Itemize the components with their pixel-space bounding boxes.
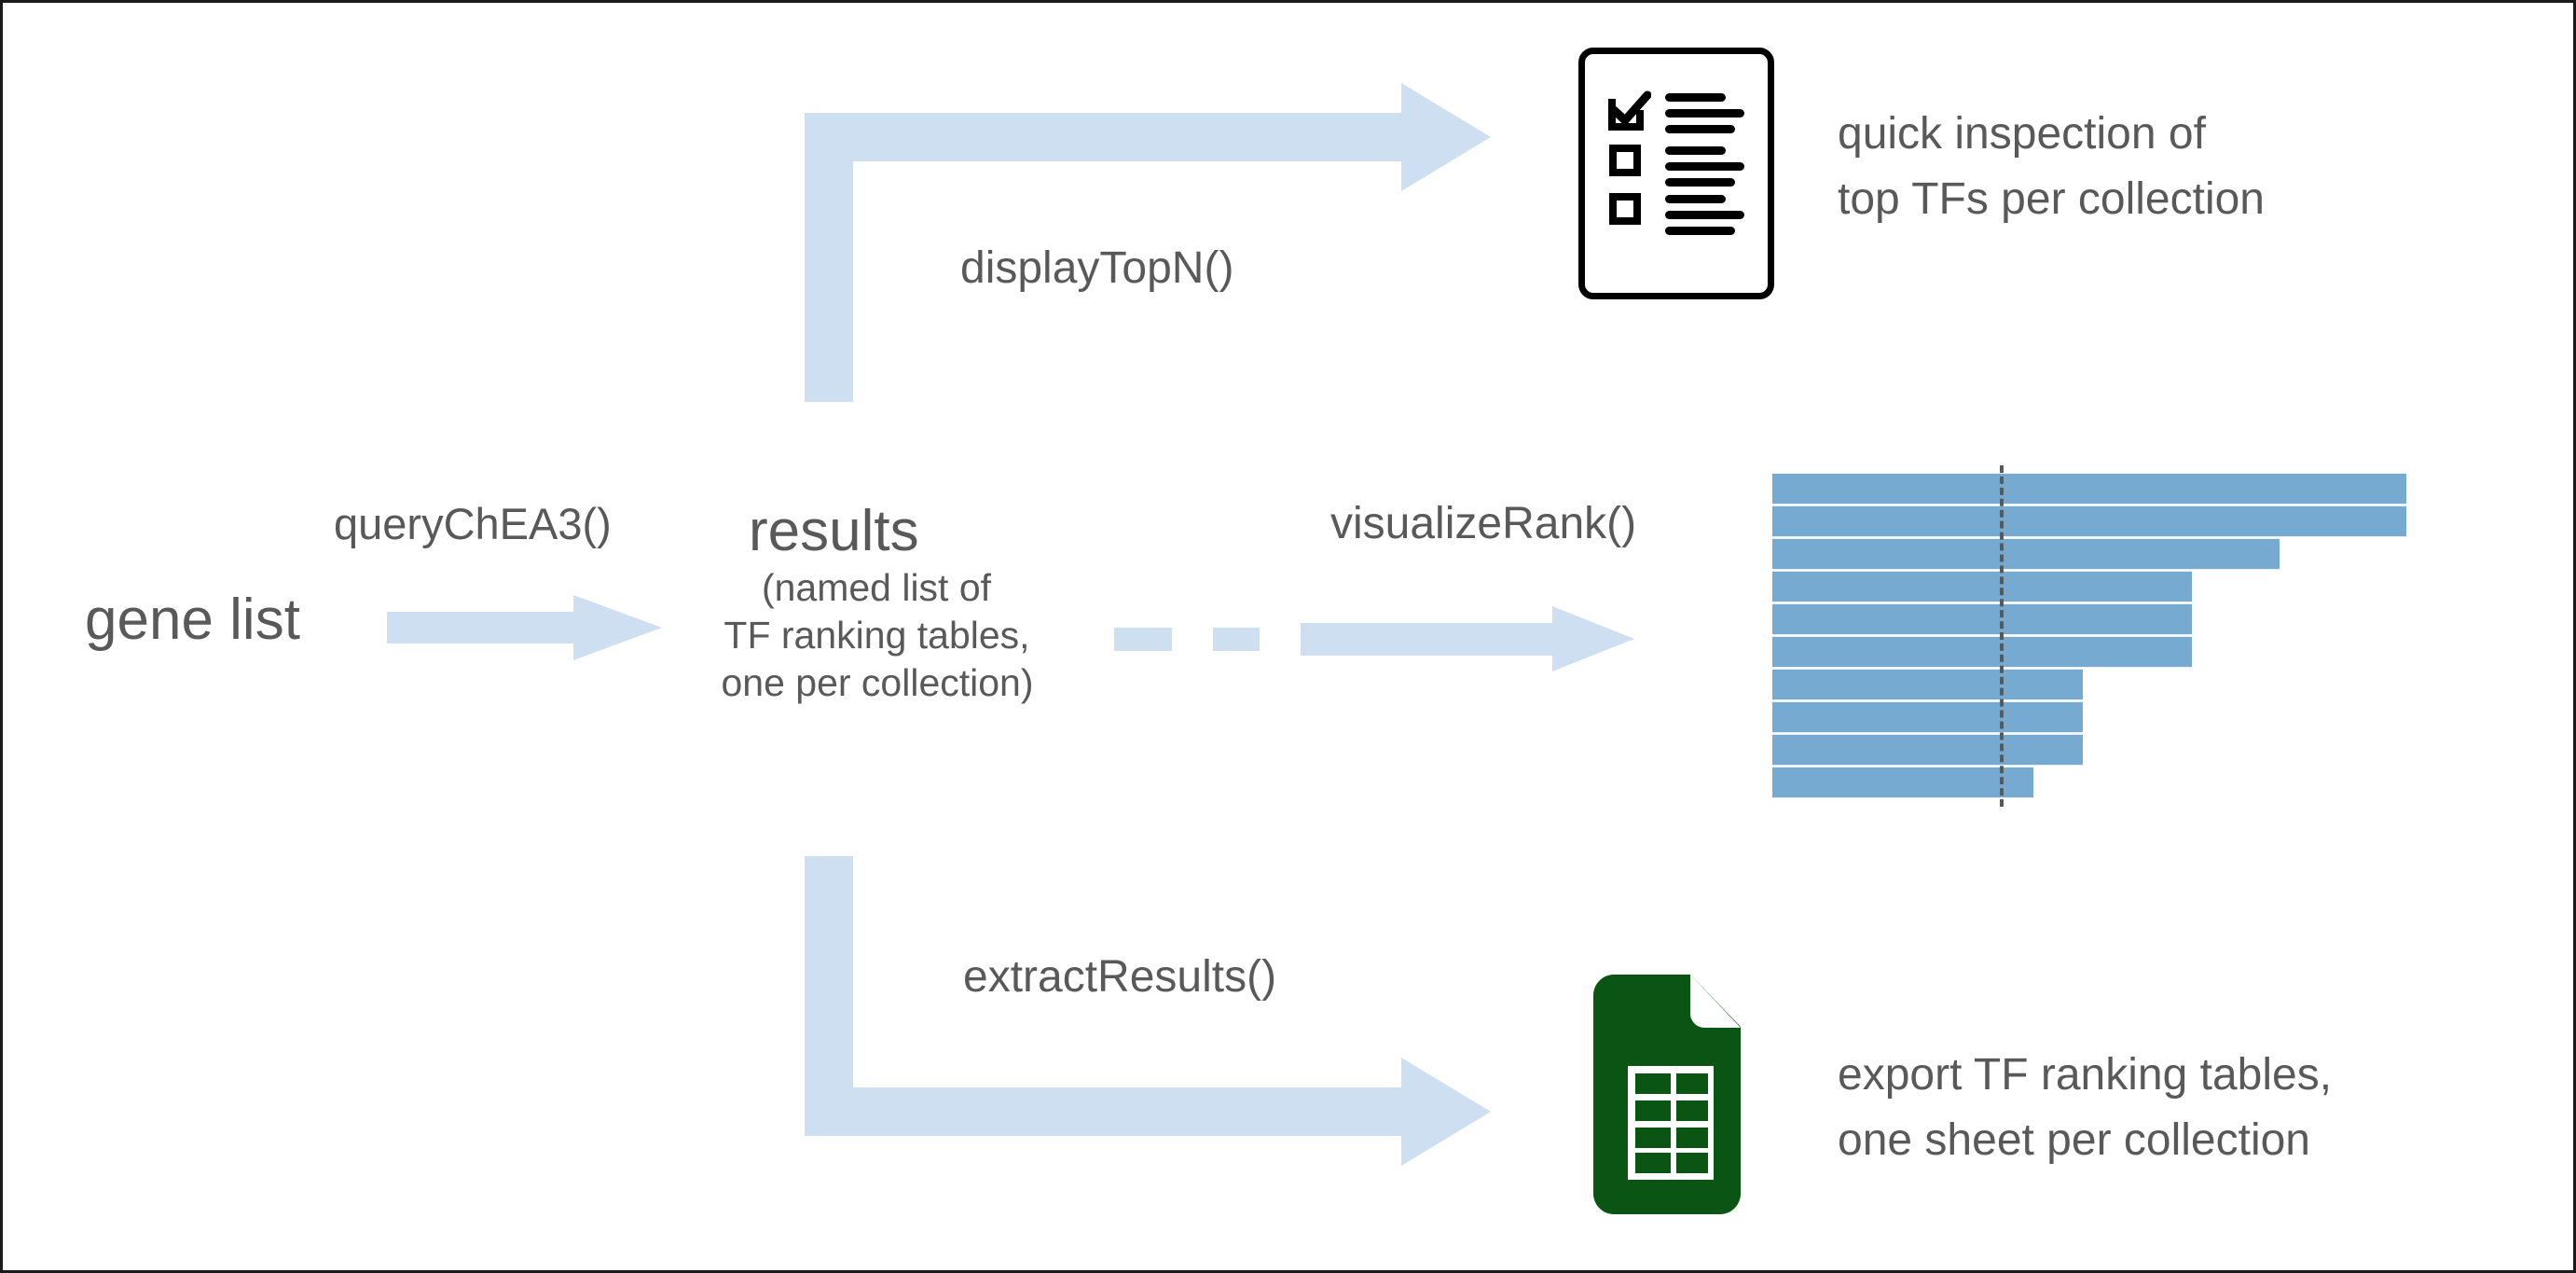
checklist-line [1665, 125, 1735, 133]
checklist-line [1665, 227, 1735, 235]
quick-inspection-caption-line-2: top TFs per collection [1838, 174, 2265, 224]
chart-bar [1772, 701, 2083, 733]
export-caption-line-2: one sheet per collection [1838, 1115, 2310, 1165]
visualize-rank-arrow-dash-2 [1213, 628, 1260, 651]
visualize-rank-arrow [1114, 606, 1655, 679]
input-label: gene list [85, 588, 300, 652]
checklist-line [1665, 195, 1726, 203]
query-arrow [387, 595, 662, 660]
extract-results-arrow [805, 856, 1532, 1166]
chart-bar [1772, 636, 2192, 668]
chart-bar [1772, 767, 2033, 798]
checkbox-icon [1609, 145, 1641, 176]
quick-inspection-caption-line-1: quick inspection of [1838, 109, 2206, 159]
chart-bar [1772, 538, 2280, 570]
chart-bar [1772, 505, 2406, 537]
visualize-rank-arrow-head [1552, 606, 1634, 671]
bar-chart-icon [1772, 465, 2425, 807]
chart-bar [1772, 669, 2083, 700]
checklist-line [1665, 109, 1744, 118]
checklist-line [1665, 162, 1744, 171]
checklist-line [1665, 93, 1726, 102]
checkbox-icon [1609, 193, 1641, 225]
display-topn-arrow-bar [805, 113, 1406, 161]
spreadsheet-icon [1586, 971, 1744, 1218]
visualize-rank-arrow-bar [1301, 623, 1557, 656]
extract-results-arrow-bar [805, 1087, 1406, 1136]
chart-bar [1772, 473, 2406, 505]
checklist-line [1665, 178, 1735, 187]
results-description-line-1: (named list of [761, 566, 992, 609]
extract-results-label: extractResults() [963, 952, 1277, 1002]
checklist-line [1665, 146, 1726, 155]
chart-bar [1772, 734, 2083, 766]
chart-threshold-line [2000, 465, 2004, 807]
visualize-rank-label: visualizeRank() [1330, 499, 1637, 548]
results-description-line-2: TF ranking tables, [723, 614, 1030, 657]
extract-results-arrow-head [1401, 1058, 1491, 1166]
chart-bar [1772, 603, 2192, 635]
visualize-rank-arrow-dash-1 [1114, 628, 1172, 651]
results-description-line-3: one per collection) [721, 661, 1034, 704]
query-function-label: queryChEA3() [334, 499, 612, 548]
export-caption-line-1: export TF ranking tables, [1838, 1050, 2333, 1100]
chart-bar [1772, 571, 2192, 602]
display-topn-arrow [805, 83, 1513, 404]
results-label: results [749, 499, 919, 563]
display-topn-arrow-head [1401, 83, 1491, 191]
checklist-line [1665, 211, 1744, 219]
display-topn-label: displayTopN() [960, 243, 1234, 293]
checklist-icon [1578, 48, 1774, 299]
checkbox-checked-icon [1608, 90, 1652, 131]
